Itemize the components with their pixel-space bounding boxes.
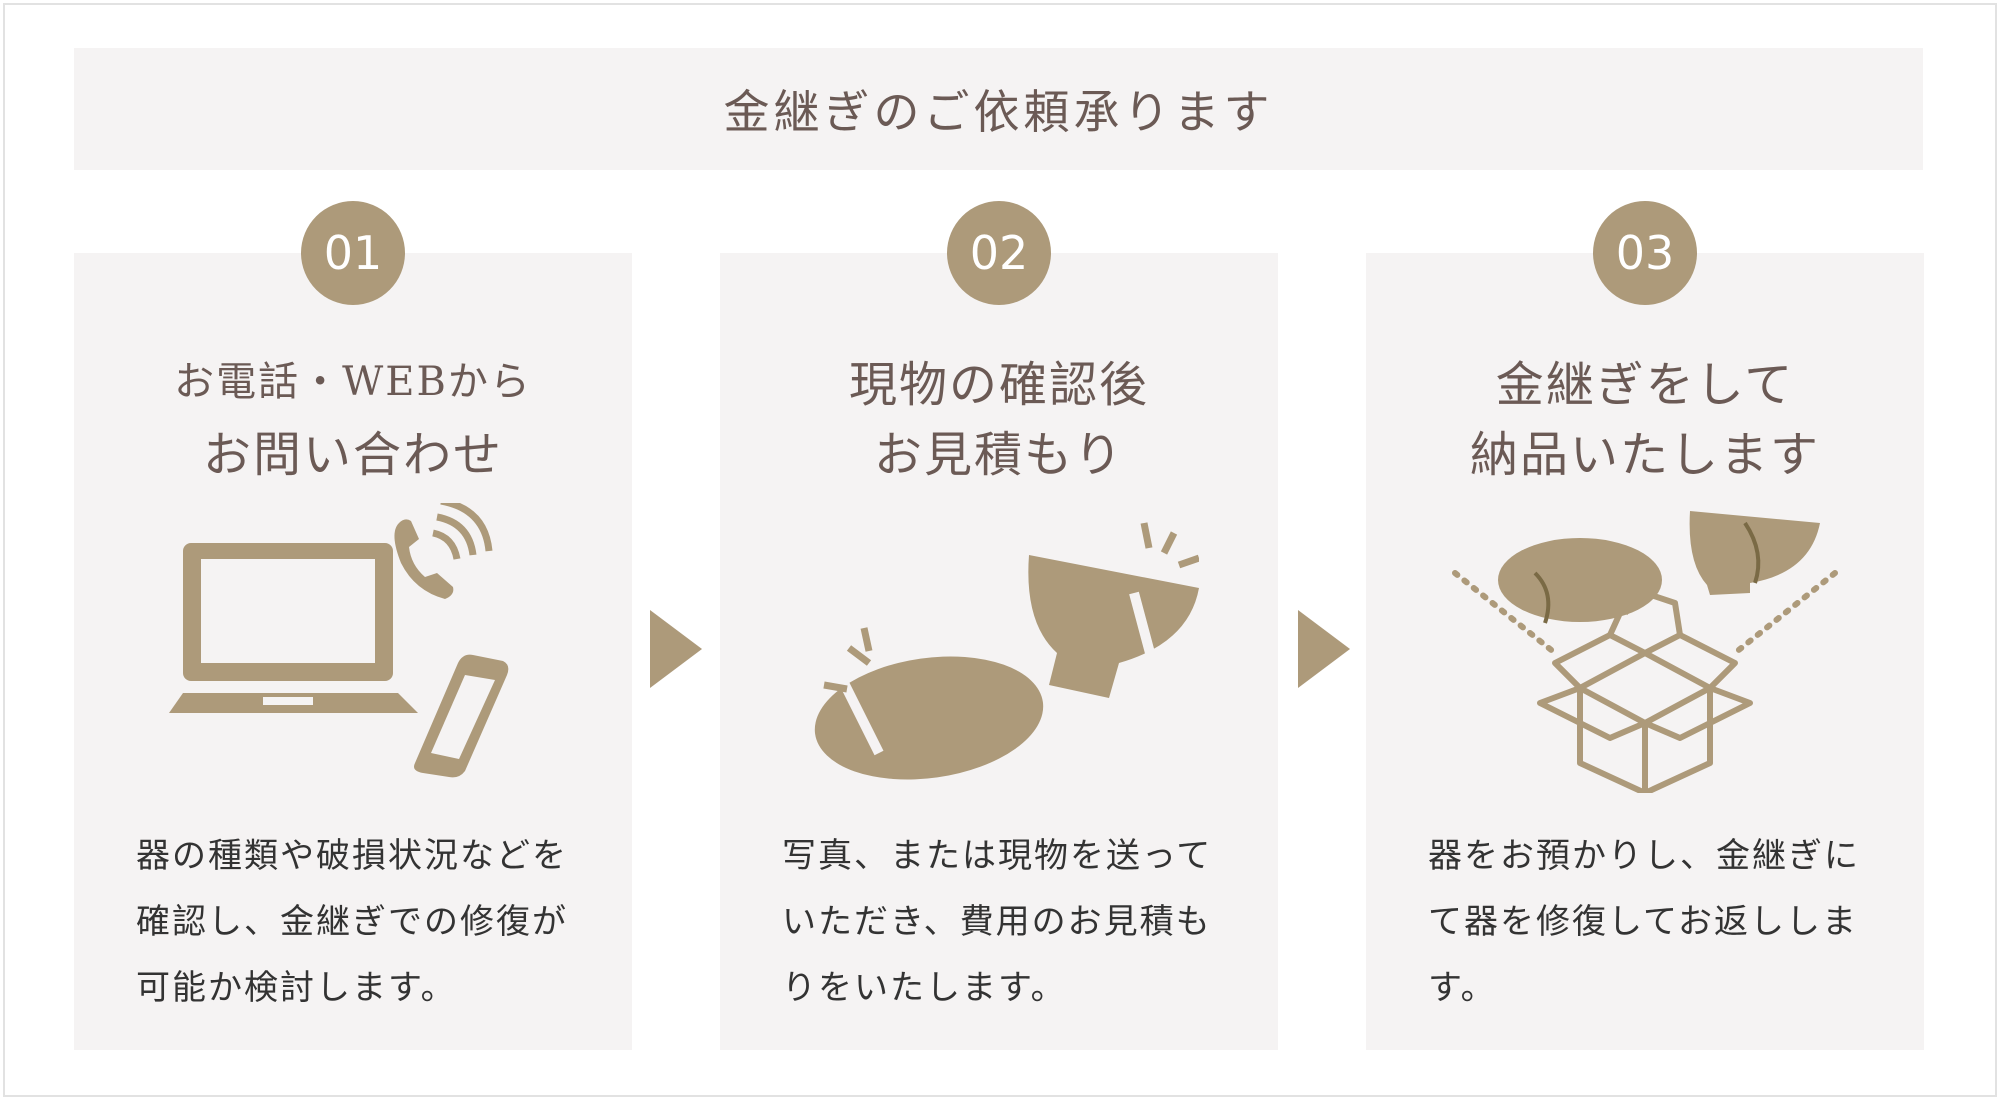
- step-title: お問い合わせ: [202, 427, 503, 483]
- box-delivery-icon: [1452, 511, 1838, 793]
- page-title: 金継ぎのご依頼承ります: [74, 48, 1923, 170]
- laptop-phone-icon: [169, 503, 509, 778]
- step-card-3: 03 金継ぎをして 納品いたします 器をお預かりし、金継ぎにて器を修復してお返し…: [1366, 201, 1924, 1050]
- step-title: 金継ぎをして: [1495, 357, 1795, 413]
- step-title: お見積もり: [873, 427, 1124, 483]
- step-description: 器の種類や破損状況などを確認し、金継ぎでの修復が可能か検討します。: [136, 836, 568, 1008]
- broken-bowls-icon: [814, 522, 1199, 780]
- step-number: 03: [1593, 201, 1697, 305]
- step-description: 器をお預かりし、金継ぎにて器を修復してお返しします。: [1428, 836, 1860, 1008]
- arrow-right-icon: [1298, 610, 1350, 688]
- step-title: 納品いたします: [1469, 427, 1820, 483]
- step-number: 01: [301, 201, 405, 305]
- step-title: お電話・WEBから: [174, 359, 532, 405]
- frame: [3, 3, 1997, 1097]
- step-title: 現物の確認後: [848, 357, 1149, 413]
- step-card-1: 01 お電話・WEBから お問い合わせ 器の種類や破損状況などを確認し、金継ぎで…: [74, 201, 632, 1050]
- arrow-right-icon: [650, 610, 702, 688]
- step-number: 02: [947, 201, 1051, 305]
- step-card-2: 02 現物の確認後 お見積もり 写真、または現物を送っていただき、費用のお見積も…: [720, 201, 1278, 1050]
- step-description: 写真、または現物を送っていただき、費用のお見積もりをいたします。: [782, 836, 1213, 1008]
